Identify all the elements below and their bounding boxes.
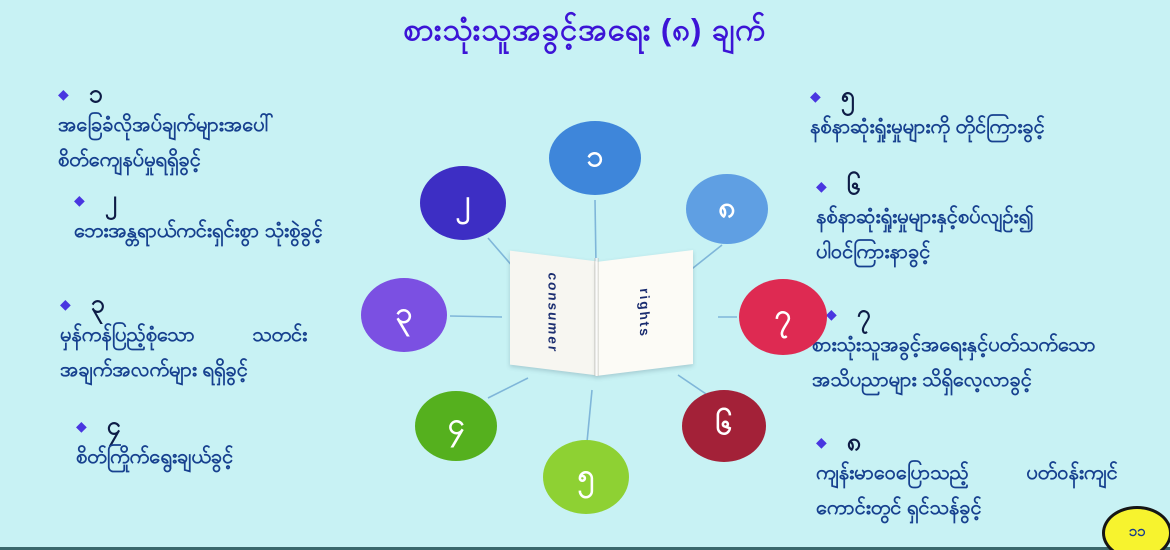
book-left-page-text: consumer — [545, 271, 561, 355]
circle-1-number: ၁ — [586, 139, 604, 173]
item-2: ◆ ၂ ဘေးအန္တရာယ်ကင်းရှင်းစွာ သုံးစွဲခွင့် — [74, 186, 323, 249]
circle-2: ၂ — [420, 166, 506, 240]
diamond-bullet-icon: ◆ — [816, 178, 827, 194]
item-8-text-line: ကောင်းတွင် ရှင်သန်ခွင့် — [816, 497, 982, 519]
item-1-number: ၁ — [88, 79, 103, 108]
circle-8-number: ၈ — [718, 190, 736, 224]
diamond-bullet-icon: ◆ — [816, 434, 827, 450]
diamond-bullet-icon: ◆ — [826, 306, 837, 322]
item-8: ◆ ၈ ကျန်းမာဝေပြောသည့် ပတ်ဝန်းကျင် ကောင်း… — [816, 428, 1118, 526]
circle-6-number: ၆ — [715, 407, 733, 441]
circle-7-number: ၇ — [774, 298, 792, 332]
item-3: ◆ ၃ မှန်ကန်ပြည့်စုံသော သတင်း အချက်အလက်မျ… — [60, 290, 307, 388]
item-8-text-line: ကျန်းမာဝေပြောသည့် ပတ်ဝန်းကျင် — [816, 462, 1118, 484]
item-4-number: ၄ — [106, 411, 121, 440]
item-1-text-line: အခြေခံလိုအပ်ချက်များအပေါ် — [58, 114, 274, 136]
item-7-text-line: စားသုံးသူအခွင့်အရေးနှင့်ပတ်သက်သော — [812, 334, 1096, 356]
item-6-text-line: နစ်နာဆုံးရှုံးမှုများနှင့်စပ်လျဉ်း၍ — [816, 206, 1034, 228]
item-3-text-line: အချက်အလက်များ ရရှိခွင့် — [60, 359, 248, 381]
item-3-header: ◆ ၃ — [60, 290, 307, 318]
item-4: ◆ ၄ စိတ်ကြိုက်ရွေးချယ်ခွင့် — [76, 412, 233, 475]
item-1-header: ◆ ၁ — [58, 80, 274, 108]
item-6-header: ◆ ၆ — [816, 172, 1034, 200]
circle-7: ၇ — [739, 279, 827, 355]
diamond-bullet-icon: ◆ — [76, 418, 87, 434]
circle-8: ၈ — [686, 174, 768, 244]
item-7: ◆ ၇ စားသုံးသူအခွင့်အရေးနှင့်ပတ်သက်သော အသ… — [812, 300, 1096, 398]
item-7-text-line: အသိပညာများ သိရှိလေ့လာခွင့် — [812, 369, 1032, 391]
diamond-bullet-icon: ◆ — [74, 192, 85, 208]
circle-3-number: ၃ — [395, 296, 413, 330]
circle-4-number: ၄ — [447, 407, 465, 441]
item-2-text-line: ဘေးအန္တရာယ်ကင်းရှင်းစွာ သုံးစွဲခွင့် — [74, 220, 323, 242]
page-number: ၁၁ — [1128, 523, 1146, 540]
item-5: ◆ ၅ နစ်နာဆုံးရှုံးမှုများကို တိုင်ကြားခွ… — [810, 82, 1045, 145]
circle-2-number: ၂ — [455, 184, 471, 218]
circle-6: ၆ — [682, 390, 766, 462]
slide-title: စားသုံးသူအခွင့်အရေး (၈) ချက် — [403, 12, 767, 47]
open-book: consumer rights — [505, 250, 700, 380]
diamond-bullet-icon: ◆ — [60, 296, 71, 312]
item-4-text-line: စိတ်ကြိုက်ရွေးချယ်ခွင့် — [76, 446, 234, 468]
item-3-text-line: မှန်ကန်ပြည့်စုံသော သတင်း — [60, 324, 308, 346]
item-4-header: ◆ ၄ — [76, 412, 233, 440]
item-2-number: ၂ — [104, 185, 118, 214]
diamond-bullet-icon: ◆ — [58, 86, 69, 102]
circle-1: ၁ — [549, 121, 641, 195]
item-6-number: ၆ — [846, 171, 861, 200]
item-7-header: ◆ ၇ — [826, 300, 1096, 328]
diamond-bullet-icon: ◆ — [810, 88, 821, 104]
item-1: ◆ ၁ အခြေခံလိုအပ်ချက်များအပေါ် စိတ်ကျေနပ်… — [58, 80, 274, 178]
circle-3: ၃ — [361, 278, 447, 352]
item-5-text-line: နစ်နာဆုံးရှုံးမှုများကို တိုင်ကြားခွင့် — [810, 116, 1045, 138]
item-8-header: ◆ ၈ — [816, 428, 1118, 456]
item-2-header: ◆ ၂ — [74, 186, 323, 214]
circle-4: ၄ — [415, 391, 497, 461]
item-6: ◆ ၆ နစ်နာဆုံးရှုံးမှုများနှင့်စပ်လျဉ်း၍ … — [816, 172, 1034, 270]
item-5-number: ၅ — [840, 81, 855, 110]
item-3-number: ၃ — [90, 289, 105, 318]
item-1-text-line: စိတ်ကျေနပ်မှုရရှိခွင့် — [58, 149, 201, 171]
circle-5: ၅ — [543, 440, 629, 514]
book-right-page: rights — [596, 250, 693, 376]
radial-diagram: consumer rights ၁ ၂ ၃ ၄ ၅ ၆ ၇ ၈ — [361, 110, 827, 520]
book-spine — [594, 258, 599, 376]
circle-5-number: ၅ — [577, 458, 595, 492]
item-7-number: ၇ — [856, 299, 871, 328]
item-8-number: ၈ — [846, 427, 862, 456]
page-number-badge: ၁၁ — [1102, 506, 1170, 550]
bottom-border — [0, 547, 1170, 550]
book-right-page-text: rights — [637, 287, 652, 339]
book-left-page: consumer — [510, 250, 597, 376]
item-6-text-line: ပါဝင်ကြားနာခွင့် — [816, 241, 931, 263]
item-5-header: ◆ ၅ — [810, 82, 1045, 110]
